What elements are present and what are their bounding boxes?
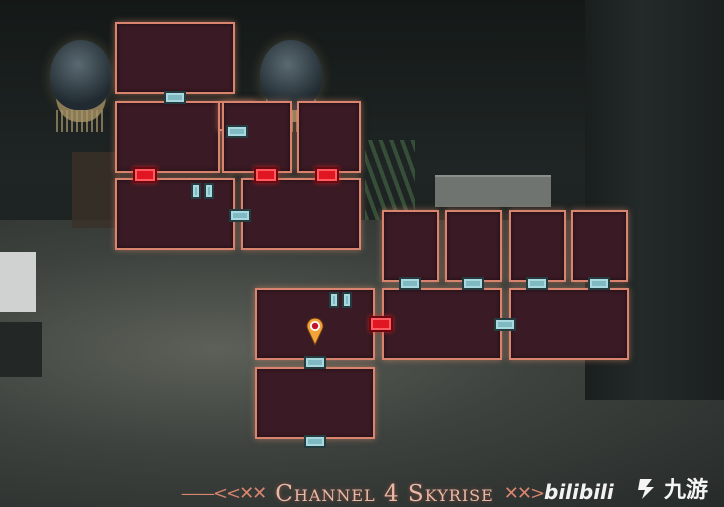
map-door — [329, 292, 339, 308]
ornament-right-icon: ✕✕> — [503, 483, 545, 504]
map-room[interactable] — [115, 178, 235, 250]
map-door — [494, 318, 516, 331]
area-name: Channel 4 Skyrise — [275, 480, 494, 507]
map-door — [462, 277, 484, 290]
map-room[interactable] — [382, 210, 439, 282]
map-locked-door — [315, 167, 339, 183]
area-title-bar: ——<<✕✕ Channel 4 Skyrise ✕✕> — [120, 480, 604, 507]
bilibili-watermark-logo: bilibili — [544, 480, 614, 504]
ceiling-lamp — [50, 40, 112, 132]
map-door — [342, 292, 352, 308]
map-door — [204, 183, 214, 199]
map-room[interactable] — [382, 288, 502, 360]
jiuyou-logo-text: 九游 — [664, 478, 709, 503]
shelf — [72, 152, 120, 228]
map-door — [588, 277, 610, 290]
map-room[interactable] — [509, 210, 566, 282]
jiuyou-logo-icon — [638, 479, 654, 499]
cabinet — [0, 322, 42, 377]
map-door — [304, 435, 326, 448]
map-room[interactable] — [509, 288, 629, 360]
map-room[interactable] — [241, 178, 361, 250]
map-room[interactable] — [297, 101, 361, 173]
map-door — [304, 356, 326, 369]
map-door — [526, 277, 548, 290]
statue — [435, 175, 551, 207]
ceiling-lamp — [260, 40, 322, 132]
player-location-pin-icon — [306, 317, 324, 346]
ornament-left-icon: ——<<✕✕ — [180, 483, 267, 504]
map-door — [164, 91, 186, 104]
map-room[interactable] — [255, 367, 375, 439]
map-room[interactable] — [115, 101, 220, 173]
map-door — [399, 277, 421, 290]
map-locked-door — [369, 316, 393, 332]
map-room[interactable] — [445, 210, 502, 282]
desk — [0, 252, 36, 312]
map-locked-door — [254, 167, 278, 183]
map-door — [226, 125, 248, 138]
map-door — [229, 209, 251, 222]
map-room[interactable] — [115, 22, 235, 94]
map-room[interactable] — [571, 210, 628, 282]
map-door — [191, 183, 201, 199]
potted-plant — [365, 140, 415, 220]
map-locked-door — [133, 167, 157, 183]
jiuyou-watermark-logo: 九游 — [634, 472, 708, 504]
